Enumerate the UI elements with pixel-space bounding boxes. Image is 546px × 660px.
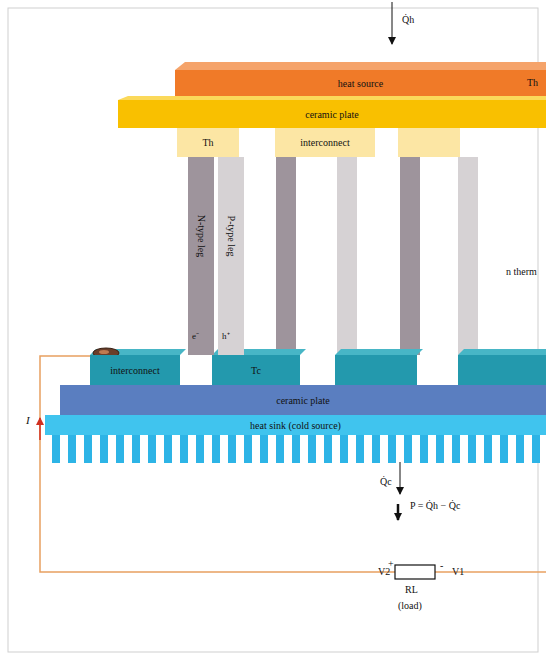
heat-source-band: heat source Th	[175, 70, 546, 96]
interconnect-pad	[335, 355, 417, 385]
power-arrow	[397, 504, 400, 520]
fin	[148, 435, 156, 463]
fin	[532, 435, 540, 463]
ceramic-plate: ceramic plate	[118, 100, 546, 128]
interconnect-top-face	[458, 349, 546, 355]
n-leg	[400, 157, 420, 355]
annotation-label: h⁺	[222, 332, 230, 342]
heat-out-arrow	[400, 462, 401, 494]
fin	[164, 435, 172, 463]
n-leg	[276, 157, 296, 355]
n-type-leg: N-type leg	[188, 157, 214, 355]
fin	[244, 435, 252, 463]
interconnect-pad: interconnect	[275, 128, 375, 157]
resistor-symbol	[395, 565, 435, 579]
heat-in-arrow	[392, 2, 393, 44]
p-leg	[458, 157, 478, 355]
fin	[116, 435, 124, 463]
part-label: interconnect	[110, 365, 159, 376]
fin	[468, 435, 476, 463]
fin	[68, 435, 76, 463]
fin	[228, 435, 236, 463]
fin	[132, 435, 140, 463]
annotation-label: -	[440, 560, 443, 571]
fin	[388, 435, 396, 463]
heat-sink: heat sink (cold source)	[45, 415, 546, 435]
part-label: heat source	[338, 78, 383, 89]
interconnect-pad: Tc	[212, 355, 300, 385]
part-label: Th	[202, 137, 213, 148]
annotation-label: V1	[452, 566, 464, 577]
fin	[452, 435, 460, 463]
fin	[516, 435, 524, 463]
fin	[276, 435, 284, 463]
fin	[260, 435, 268, 463]
wire	[435, 571, 546, 573]
annotation-label: Q̇c	[380, 476, 392, 487]
annotation-label: (load)	[398, 600, 422, 611]
fin	[420, 435, 428, 463]
p-leg	[337, 157, 357, 355]
interconnect-pad	[458, 355, 546, 385]
fin	[372, 435, 380, 463]
part-label: N-type leg	[196, 215, 207, 258]
fin	[404, 435, 412, 463]
part-label: P-type leg	[226, 216, 237, 257]
fin	[340, 435, 348, 463]
fin	[100, 435, 108, 463]
temperature-label: Th	[527, 77, 538, 88]
fin	[356, 435, 364, 463]
part-label: heat sink (cold source)	[250, 420, 341, 431]
part-label: ceramic plate	[276, 395, 330, 406]
fin	[292, 435, 300, 463]
p-type-leg: P-type leg	[218, 157, 244, 355]
part-label: ceramic plate	[305, 109, 359, 120]
interconnect-top-face	[335, 349, 423, 355]
interconnect-pad: interconnect	[90, 355, 180, 385]
heat-sink-fins	[52, 435, 540, 463]
annotation-label: +	[388, 558, 394, 569]
part-label: Tc	[251, 365, 261, 376]
fin	[324, 435, 332, 463]
ceramic-plate: ceramic plate	[60, 385, 546, 415]
annotation-label: Q̇h	[402, 14, 414, 25]
fin	[436, 435, 444, 463]
fin	[212, 435, 220, 463]
fin	[308, 435, 316, 463]
annotation-label: P = Q̇h − Q̇c	[410, 500, 460, 511]
fin	[52, 435, 60, 463]
fin	[484, 435, 492, 463]
terminal	[99, 350, 109, 354]
current-arrow	[39, 418, 41, 440]
annotation-label: I	[26, 414, 30, 426]
fin	[180, 435, 188, 463]
interconnect-pad: Th	[177, 128, 239, 157]
interconnect-pad	[398, 128, 460, 157]
annotation-label: e⁻	[192, 332, 199, 342]
part-label: interconnect	[300, 137, 349, 148]
annotation-label: RL	[405, 584, 418, 595]
heat-source-top	[175, 62, 546, 70]
fin	[196, 435, 204, 463]
fin	[500, 435, 508, 463]
fin	[84, 435, 92, 463]
annotation-label: n therm	[506, 266, 537, 277]
